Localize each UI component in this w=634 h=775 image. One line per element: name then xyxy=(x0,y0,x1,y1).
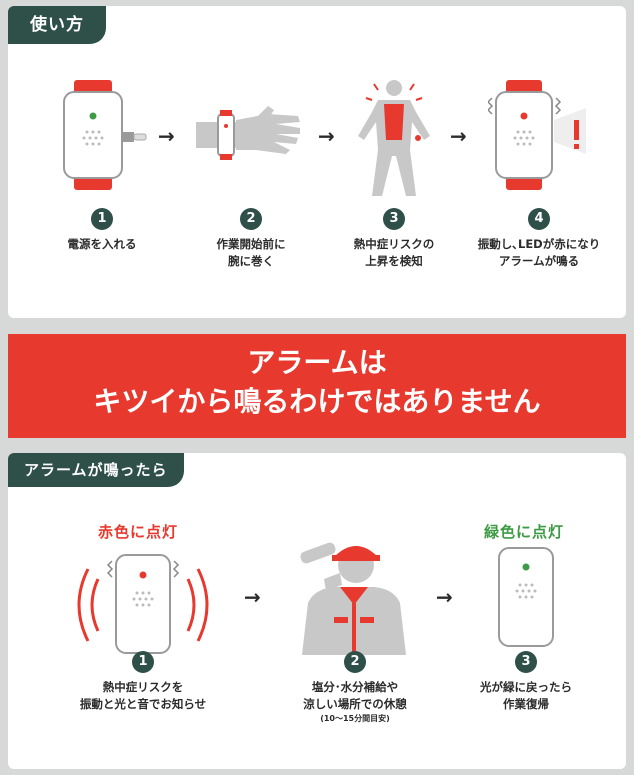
banner-subtitle: キツイから鳴るわけではありません xyxy=(93,385,541,418)
green-device-icon xyxy=(498,547,554,647)
step-caption: 熱中症リスクを 振動と光と音でお知らせ xyxy=(79,680,207,711)
step-caption: 塩分･水分補給や 涼しい場所での休憩 (10～15分間目安) xyxy=(290,679,420,725)
warning-banner: アラームは キツイから鳴るわけではありません xyxy=(8,334,626,438)
red-status-label: 赤色に点灯 xyxy=(98,523,179,541)
step-number: 1 xyxy=(91,208,113,230)
how-to-panel: 使い方 → → → xyxy=(8,6,626,318)
heat-body-icon xyxy=(358,80,430,196)
step-number: 1 xyxy=(132,651,154,673)
step-caption: 振動し､LEDが赤になり アラームが鳴る xyxy=(477,237,601,268)
banner-title: アラームは xyxy=(247,346,387,379)
step-number: 3 xyxy=(383,208,405,230)
step-number: 3 xyxy=(515,651,537,673)
green-status-label: 緑色に点灯 xyxy=(484,523,565,541)
alarm-vibrating-device-icon xyxy=(77,554,209,654)
rest-time-note: (10～15分間目安) xyxy=(320,714,390,723)
arrow-right-icon: → xyxy=(436,585,453,609)
when-alarm-tab: アラームが鳴ったら xyxy=(8,453,184,487)
step-caption: 電源を入れる xyxy=(67,237,137,251)
step-caption: 作業開始前に 腕に巻く xyxy=(216,237,286,268)
arrow-right-icon: → xyxy=(318,124,335,148)
step-number: 4 xyxy=(528,208,550,230)
worker-drinking-icon xyxy=(300,542,406,655)
step-caption: 熱中症リスクの 上昇を検知 xyxy=(353,237,435,268)
alarm-watch-icon xyxy=(488,80,586,190)
step-number: 2 xyxy=(344,651,366,673)
arrow-right-icon: → xyxy=(450,124,467,148)
step-number: 2 xyxy=(240,208,262,230)
arrow-right-icon: → xyxy=(244,585,261,609)
when-alarm-panel: アラームが鳴ったら 赤色に点灯 緑色に点灯 → → xyxy=(8,453,626,769)
how-to-tab: 使い方 xyxy=(8,6,106,44)
wrist-wearing-icon xyxy=(196,106,300,160)
arrow-right-icon: → xyxy=(158,124,175,148)
watch-power-icon xyxy=(63,80,147,190)
step-caption: 光が緑に戻ったら 作業復帰 xyxy=(480,680,572,711)
